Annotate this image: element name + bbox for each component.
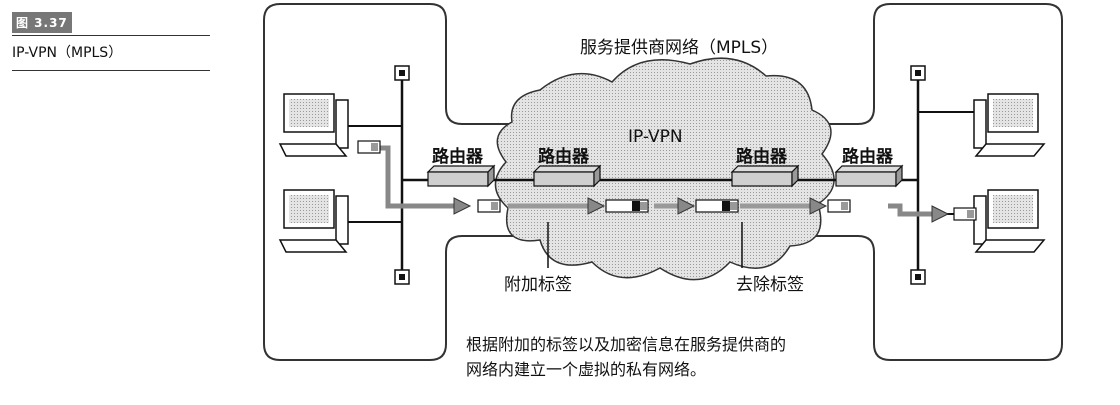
router-icon [730, 164, 800, 188]
figure-title: IP-VPN（MPLS） [12, 45, 123, 61]
packet-flow-arrow [378, 145, 950, 223]
labeled-packet-icon [605, 199, 649, 213]
router-label: 路由器 [842, 146, 894, 167]
add-label-text: 附加标签 [504, 275, 572, 295]
ip-vpn-cloud [494, 57, 835, 281]
caption-line-2: 网络内建立一个虚拟的私有网络。 [466, 360, 706, 379]
provider-network-label: 服务提供商网络（MPLS） [580, 38, 778, 58]
router-label: 路由器 [538, 146, 590, 167]
packet-icon [827, 199, 851, 213]
router-icon [532, 164, 602, 188]
remove-label-text: 去除标签 [736, 275, 804, 295]
labeled-packet-icon [695, 199, 739, 213]
router-icon [426, 164, 496, 188]
router-label: 路由器 [432, 146, 484, 167]
computer-icon [918, 93, 1046, 157]
figure-number: 图 3.37 [12, 12, 72, 33]
figure-rule-top [12, 35, 210, 36]
figure-rule-bottom [12, 70, 210, 71]
computer-icon [278, 93, 402, 157]
packet-icon [477, 199, 501, 213]
packet-icon [357, 140, 381, 154]
packet-icon [953, 207, 977, 221]
router-label: 路由器 [736, 146, 788, 167]
computer-icon [918, 189, 1046, 253]
router-icon [834, 164, 904, 188]
cloud-label: IP-VPN [628, 127, 683, 147]
caption-line-1: 根据附加的标签以及加密信息在服务提供商的 [466, 335, 786, 354]
computer-icon [278, 189, 402, 253]
